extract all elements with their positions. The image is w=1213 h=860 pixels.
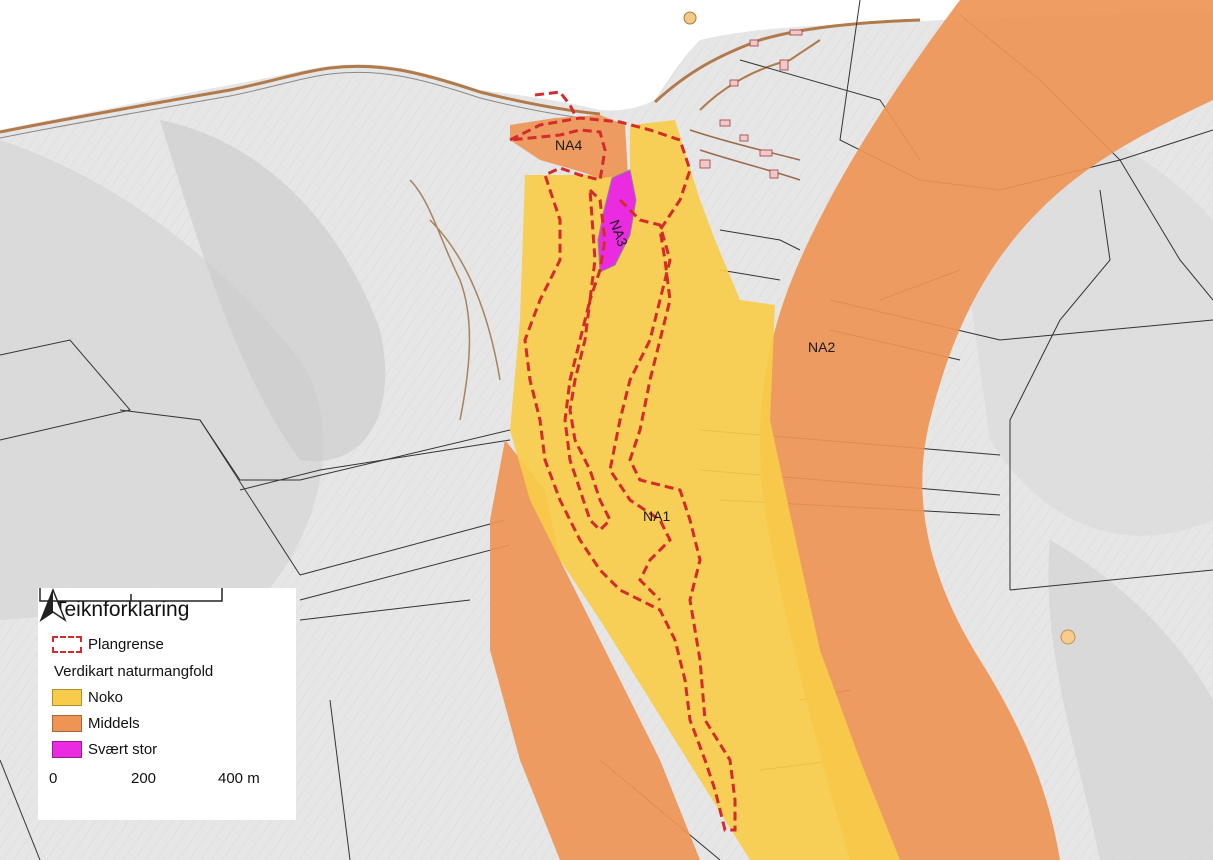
scale-label-400: 400 m [218, 770, 260, 787]
middels-swatch [52, 715, 82, 732]
legend-row-plangrense: Plangrense [52, 636, 164, 653]
svaert-stor-swatch [52, 741, 82, 758]
legend-noko-label: Noko [88, 689, 124, 706]
legend-row-noko: Noko [52, 689, 123, 706]
point-marker-east [1060, 629, 1076, 645]
ski-trails [409, 179, 501, 421]
zone-na2-middels[interactable] [760, 0, 1213, 860]
label-na2: NA2 [808, 339, 835, 355]
road-east [653, 18, 921, 104]
coastal-road [0, 64, 601, 134]
zone-na1-noko[interactable] [510, 120, 900, 860]
legend-plangrense-label: Plangrense [88, 636, 164, 653]
scale-label-0: 0 [49, 770, 58, 787]
north-arrow-icon [39, 588, 67, 622]
legend-svaert-stor-label: Svært stor [88, 741, 158, 758]
mountain-shade-ridge [160, 120, 386, 462]
zone-na1-south-middels[interactable] [490, 440, 700, 860]
valley-shade-southeast [1048, 540, 1213, 860]
legend-row-middels: Middels [52, 715, 140, 732]
label-na1: NA1 [643, 508, 670, 524]
plan-boundary[interactable] [509, 90, 737, 832]
legend-middels-label: Middels [88, 715, 140, 732]
scale-bar [39, 588, 223, 602]
legend-subheading: Verdikart naturmangfold [54, 663, 214, 680]
coastal-road-edge [0, 71, 601, 139]
legend-row-svaert-stor: Svært stor [52, 741, 157, 758]
buildings [699, 29, 803, 179]
mountain-shade-west [0, 140, 324, 620]
sea-area [0, 0, 1213, 130]
plan-boundary-swatch [52, 636, 82, 653]
tank-marker [683, 11, 697, 25]
legend-title: Teiknforklaring [54, 598, 190, 621]
noko-swatch [52, 689, 82, 706]
local-roads [689, 129, 801, 181]
scale-label-200: 200 [131, 770, 157, 787]
label-na4: NA4 [555, 137, 582, 153]
map-legend: Teiknforklaring Plangrense Verdikart nat… [38, 588, 296, 820]
